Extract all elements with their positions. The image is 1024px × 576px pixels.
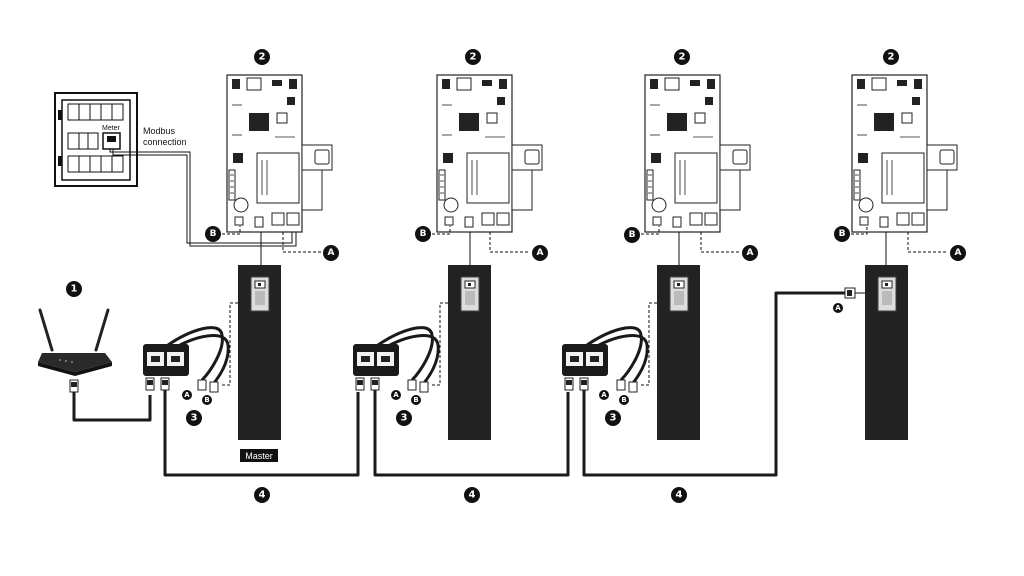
marker-a-board-3: A <box>742 245 758 261</box>
svg-text:A: A <box>747 248 754 258</box>
ethernet-cable-2 <box>373 390 570 477</box>
marker-a-board-2: A <box>532 245 548 261</box>
marker-splitter-1: 3 <box>186 410 202 426</box>
marker-b-board-3: B <box>624 227 640 243</box>
svg-text:3: 3 <box>610 413 617 424</box>
marker-a-splitter-1: A <box>182 390 192 400</box>
marker-router: 1 <box>66 281 82 297</box>
marker-b-board-1: B <box>205 226 221 242</box>
svg-text:B: B <box>621 396 626 404</box>
marker-board-2: 2 <box>465 49 481 65</box>
charger-4 <box>864 264 909 441</box>
marker-board-1: 2 <box>254 49 270 65</box>
marker-b-splitter-3: B <box>619 395 629 405</box>
svg-text:A: A <box>184 391 190 399</box>
svg-text:B: B <box>413 396 418 404</box>
svg-text:A: A <box>537 248 544 258</box>
marker-a-board-4: A <box>950 245 966 261</box>
svg-text:1: 1 <box>71 284 78 295</box>
marker-cable-1: 4 <box>254 487 270 503</box>
marker-cable-2: 4 <box>464 487 480 503</box>
control-board-2 <box>436 74 543 233</box>
marker-b-board-4: B <box>834 226 850 242</box>
splitter-3 <box>562 326 649 393</box>
marker-cable-3: 4 <box>671 487 687 503</box>
svg-text:4: 4 <box>469 490 476 501</box>
svg-text:B: B <box>629 230 636 240</box>
modbus-label-line1: Modbus <box>143 126 176 136</box>
ethernet-cable-1 <box>163 390 360 477</box>
svg-text:B: B <box>420 229 427 239</box>
svg-text:B: B <box>839 229 846 239</box>
ethernet-cable-3 <box>582 291 845 477</box>
svg-text:A: A <box>393 391 399 399</box>
svg-text:2: 2 <box>888 52 895 63</box>
master-badge: Master <box>240 449 278 462</box>
marker-a-splitter-3: A <box>599 390 609 400</box>
marker-splitter-3: 3 <box>605 410 621 426</box>
marker-b-splitter-1: B <box>202 395 212 405</box>
splitter-2 <box>353 326 440 393</box>
distribution-box <box>54 92 138 187</box>
control-board-4 <box>851 74 958 233</box>
svg-text:3: 3 <box>401 413 408 424</box>
svg-text:4: 4 <box>259 490 266 501</box>
svg-text:2: 2 <box>679 52 686 63</box>
marker-a-board-1: A <box>323 245 339 261</box>
svg-text:4: 4 <box>676 490 683 501</box>
svg-text:A: A <box>835 304 841 312</box>
marker-b-splitter-2: B <box>411 395 421 405</box>
charger-3 <box>656 264 701 441</box>
splitter-1 <box>143 326 230 393</box>
modbus-connection-line <box>109 149 297 247</box>
final-plug <box>844 287 856 299</box>
svg-text:B: B <box>204 396 209 404</box>
meter-label: Meter <box>102 125 121 132</box>
svg-text:A: A <box>601 391 607 399</box>
marker-splitter-2: 3 <box>396 410 412 426</box>
router-icon <box>38 308 112 376</box>
marker-board-3: 2 <box>674 49 690 65</box>
marker-a-plug-4: A <box>833 303 843 313</box>
marker-a-splitter-2: A <box>391 390 401 400</box>
charger-1 <box>237 264 282 441</box>
charger-2 <box>447 264 492 441</box>
marker-b-board-2: B <box>415 226 431 242</box>
control-board-3 <box>644 74 751 233</box>
control-board-1 <box>226 74 333 233</box>
svg-text:2: 2 <box>470 52 477 63</box>
svg-text:2: 2 <box>259 52 266 63</box>
svg-text:Master: Master <box>245 451 273 461</box>
svg-text:B: B <box>210 229 217 239</box>
marker-board-4: 2 <box>883 49 899 65</box>
modbus-label-line2: connection <box>143 137 187 147</box>
svg-text:A: A <box>328 248 335 258</box>
svg-text:3: 3 <box>191 413 198 424</box>
svg-text:A: A <box>955 248 962 258</box>
